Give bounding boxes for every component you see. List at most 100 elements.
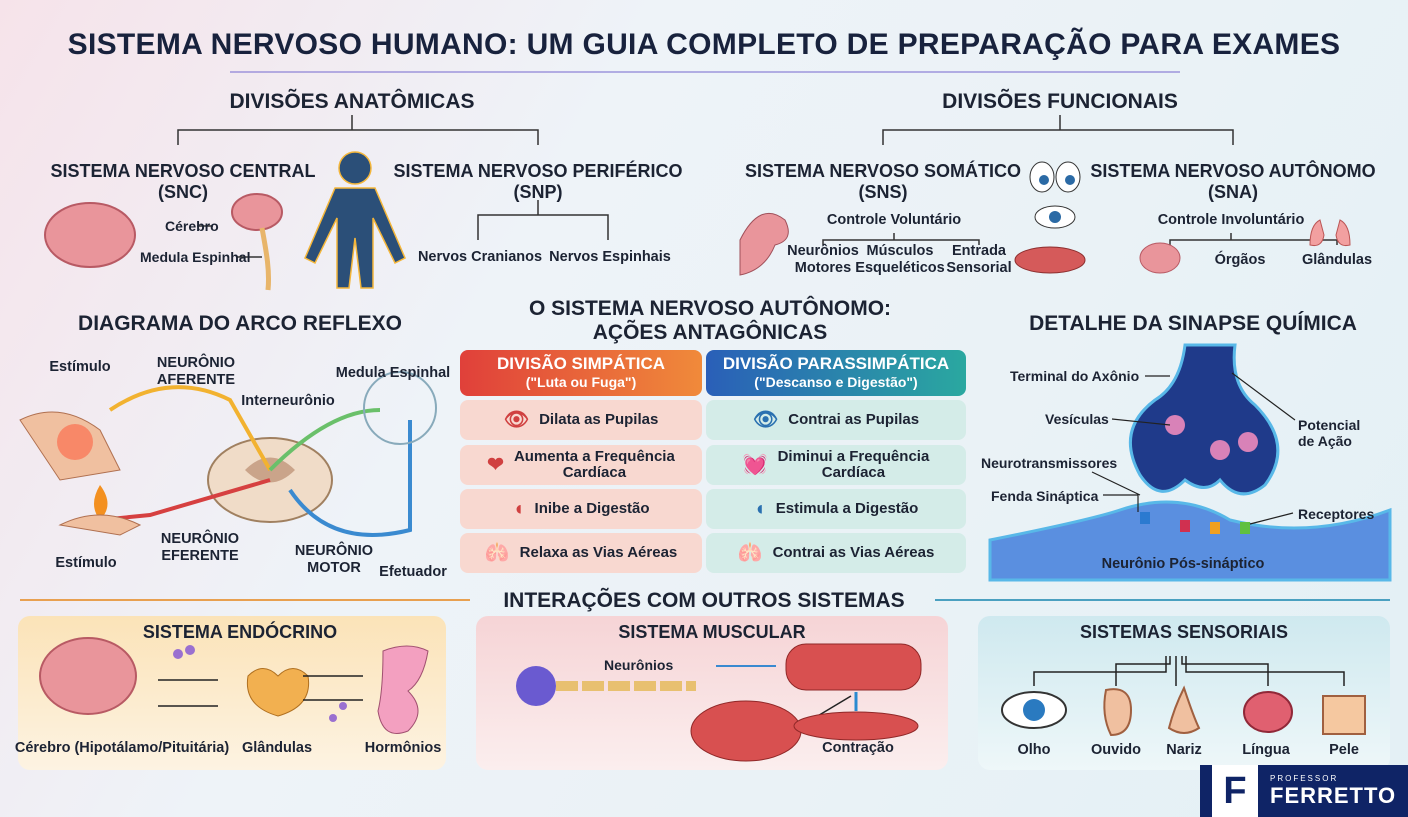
sensory-item: Pele (1329, 742, 1359, 758)
parasympathetic-action: 🫁 Contrai as Vias Aéreas (706, 533, 966, 573)
sna-sub: (SNA) (1208, 182, 1258, 202)
brain-icon (44, 202, 136, 268)
nose-icon (1167, 685, 1201, 734)
sna-title: SISTEMA NERVOSO AUTÔNOMO (1090, 161, 1376, 181)
controle-voluntario-label: Controle Voluntário (826, 212, 962, 228)
parasympathetic-title: DIVISÃO PARASSIMPÁTICA (722, 354, 950, 373)
endocrine-graphics (39, 637, 429, 734)
sensory-item: Ouvido (1091, 742, 1141, 758)
action-label: Relaxa as Vias Aéreas (519, 543, 678, 561)
sensory-box: SISTEMAS SENSORIAIS Olho Ouvido Nariz Lí… (978, 616, 1390, 770)
estimulo-2-label: Estímulo (55, 555, 117, 571)
efetuador-label: Efetuador (379, 564, 447, 580)
parasympathetic-action: 💓 Diminui a Frequência Cardíaca (706, 445, 966, 485)
logo-letter: F (1212, 765, 1258, 817)
heartbeat-icon: 💓 (742, 454, 768, 476)
sns-sub: (SNS) (858, 182, 908, 202)
sensory-item: Língua (1242, 742, 1290, 758)
action-label: Contrai as Pupilas (788, 410, 920, 428)
sympathetic-action: ❤ Aumenta a Frequência Cardíaca (460, 445, 702, 485)
snp-sub: (SNP) (513, 182, 563, 202)
reflex-heading: DIAGRAMA DO ARCO REFLEXO (78, 312, 402, 335)
eye-icon: 👁 (752, 409, 779, 431)
parasympathetic-action: ◖ Estimula a Digestão (706, 489, 966, 529)
autonomic-heading-1: O SISTEMA NERVOSO AUTÔNOMO: (528, 297, 892, 320)
muscular-neuronios-label: Neurônios (604, 657, 674, 673)
snc-sub: (SNC) (158, 182, 208, 202)
anatomical-heading: DIVISÕES ANATÔMICAS (229, 90, 475, 113)
aferente-label: NEURÔNIO AFERENTE (156, 355, 236, 388)
action-label: Estimula a Digestão (775, 499, 919, 517)
glandulas-label: Glândulas (1301, 252, 1373, 268)
receptor-icons (1140, 512, 1250, 534)
sympathetic-action: 👁 Dilata as Pupilas (460, 400, 702, 440)
autonomic-heading-2: AÇÕES ANTAGÔNICAS (592, 321, 828, 344)
synapse-heading: DETALHE DA SINAPSE QUÍMICA (1029, 312, 1357, 335)
orgaos-label: Órgãos (1214, 252, 1266, 268)
cerebro-label: Cérebro (165, 218, 219, 234)
controle-involuntario-label: Controle Involuntário (1157, 212, 1305, 228)
eferente-label: NEURÔNIO EFERENTE (160, 531, 240, 564)
action-label: Dilata as Pupilas (539, 410, 659, 428)
action-label: Inibe a Digestão (534, 499, 650, 517)
endocrine-title: SISTEMA ENDÓCRINO (142, 622, 338, 642)
interactions-heading: INTERAÇÕES COM OUTROS SISTEMAS (503, 589, 905, 612)
parasympathetic-action: 👁 Contrai as Pupilas (706, 400, 966, 440)
nervos-espinhais-label: Nervos Espinhais (549, 249, 671, 265)
snc-title: SISTEMA NERVOSO CENTRAL (50, 161, 316, 181)
pos-sinaptico-label: Neurônio Pós-sináptico (1101, 556, 1265, 572)
potencial-label: Potencial de Ação (1298, 417, 1361, 450)
sensory-item: Olho (1017, 742, 1051, 758)
ferretto-logo: F PROFESSOR FERRETTO (1200, 765, 1408, 817)
stomach-icon: ◖ (753, 498, 766, 520)
action-label: Contrai as Vias Aéreas (772, 543, 935, 561)
endocrine-hormonios-label: Hormônios (364, 740, 442, 756)
logo-name: FERRETTO (1270, 782, 1397, 808)
sympathetic-sub: ("Luta ou Fuga") (525, 374, 637, 390)
lungs-icon: 🫁 (484, 542, 510, 564)
ear-icon (1103, 688, 1133, 737)
parasympathetic-header: DIVISÃO PARASSIMPÁTICA ("Descanso e Dige… (706, 350, 966, 396)
lungs-icon (1309, 219, 1351, 246)
vesiculas-label: Vesículas (1045, 411, 1109, 427)
stomach-icon: ◖ (512, 498, 525, 520)
heart-icon: ❤ (487, 454, 504, 476)
lungs-icon: 🫁 (737, 542, 763, 564)
sympathetic-title: DIVISÃO SIMPÁTICA (496, 354, 666, 373)
arm-muscle-icon (739, 212, 789, 276)
neurotransmissores-label: Neurotransmissores (981, 455, 1118, 471)
nervos-cranianos-label: Nervos Cranianos (417, 249, 543, 265)
sensory-title: SISTEMAS SENSORIAIS (1079, 622, 1289, 642)
entrada-sensorial-label: Entrada Sensorial (946, 243, 1012, 276)
parasympathetic-sub: ("Descanso e Digestão") (754, 374, 918, 390)
musculos-label: Músculos Esqueléticos (855, 243, 945, 276)
medula-label: Medula Espinhal (140, 249, 251, 265)
action-label: Aumenta a Frequência Cardíaca (513, 447, 675, 481)
muscular-contracao-label: Contração (822, 740, 894, 756)
sympathetic-header: DIVISÃO SIMPÁTICA ("Luta ou Fuga") (460, 350, 702, 396)
snp-title: SISTEMA NERVOSO PERIFÉRICO (393, 161, 683, 181)
action-label: Diminui a Frequência Cardíaca (777, 447, 930, 481)
endocrine-glandulas-label: Glândulas (241, 740, 313, 756)
eye-icon: 👁 (503, 409, 530, 431)
logo-professor: PROFESSOR (1270, 773, 1339, 783)
body-nervous-system-icon (304, 151, 406, 289)
axon-terminal (1128, 343, 1280, 496)
endocrine-box: SISTEMA ENDÓCRINO Cérebro (Hipotálamo/Pi… (14, 616, 446, 770)
functional-heading: DIVISÕES FUNCIONAIS (942, 90, 1178, 113)
sensory-graphics (1001, 656, 1366, 737)
neuronios-motores-label: Neurônios Motores (787, 243, 859, 276)
sympathetic-action: 🫁 Relaxa as Vias Aéreas (460, 533, 702, 573)
flame-icon (94, 485, 108, 520)
muscular-box: SISTEMA MUSCULAR Neurônios Contração (476, 616, 948, 770)
skin-icon (1322, 695, 1366, 735)
tongue-icon (1243, 691, 1293, 733)
sympathetic-action: ◖ Inibe a Digestão (460, 489, 702, 529)
receptores-label: Receptores (1298, 506, 1375, 522)
sensory-item: Nariz (1166, 742, 1202, 758)
sns-title: SISTEMA NERVOSO SOMÁTICO (744, 161, 1022, 181)
endocrine-cerebro-label: Cérebro (Hipotálamo/Pituitária) (14, 740, 230, 756)
motor-label: NEURÔNIO MOTOR (294, 543, 374, 576)
medula-reflex-label: Medula Espinhal (335, 365, 451, 381)
